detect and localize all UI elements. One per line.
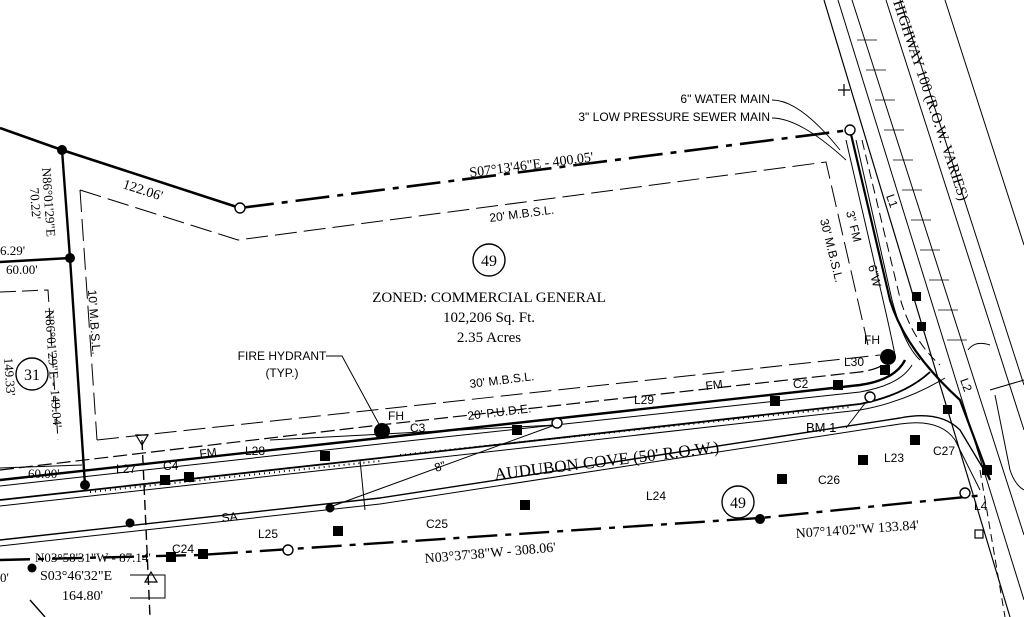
bearing-sw-b: S03°46'32"E <box>40 569 112 584</box>
curve-c24: C24 <box>172 542 194 556</box>
fm-label-2: FM <box>705 377 724 393</box>
bearing-60-b: 60.00' <box>28 466 60 481</box>
w-6-label: 6"W <box>865 263 884 289</box>
utility-leader <box>771 99 847 161</box>
lot-49-zoning: ZONED: COMMERCIAL GENERAL <box>372 290 606 306</box>
lot-49-number-circle <box>472 243 506 277</box>
curve-c25: C25 <box>426 517 448 531</box>
curve-c26: C26 <box>818 473 840 487</box>
lot-31-number-circle <box>15 357 49 391</box>
fh-label-2: FH <box>864 333 880 347</box>
curve-c3: C3 <box>410 421 426 435</box>
line-l30: L30 <box>844 355 864 369</box>
line-l2: L2 <box>957 376 975 394</box>
lot-49-boundary <box>0 126 992 481</box>
bearing-sw-a: N03°58'31"W - 87.14' <box>35 550 151 565</box>
curve-c27: C27 <box>933 444 955 458</box>
highway-corridor <box>823 0 1024 617</box>
bearing-lot31-top-dist: 70.22' <box>27 187 44 220</box>
bearing-cut-c: 0' <box>0 570 9 585</box>
bearing-lot31-top: N86°01'29"E <box>39 167 59 237</box>
line-l28: L28 <box>245 444 265 458</box>
sa-label: SA <box>221 509 238 525</box>
bearing-60-a: 60.00' <box>6 262 38 277</box>
water-main-label: 6" WATER MAIN <box>680 92 770 106</box>
curve-c4: C4 <box>163 459 179 473</box>
sewer-main-label: 3" LOW PRESSURE SEWER MAIN <box>578 110 770 124</box>
fm-label-1: FM <box>199 445 218 461</box>
fire-hydrant-typ: (TYP.) <box>265 366 298 380</box>
benchmark-leader <box>845 401 867 429</box>
lot-49-front-number: 49 <box>730 495 746 512</box>
benchmark-label: BM 1 <box>806 420 836 435</box>
fire-hydrant-leader <box>326 355 381 427</box>
setback-west: 10' M.B.S.L. <box>85 289 104 355</box>
line-l25: L25 <box>258 527 278 541</box>
bearing-sw-b-dist: 164.80' <box>62 589 103 604</box>
line-l27: L27 <box>116 462 136 476</box>
misc-symbols <box>134 84 984 583</box>
line-l23: L23 <box>884 451 904 465</box>
curve-c2: C2 <box>793 377 809 391</box>
bearing-cut-b: 149.33' <box>1 357 19 396</box>
lot-49-number: 49 <box>481 253 497 270</box>
pipe-8-label: 8" <box>433 458 448 475</box>
lot-49-area-acres: 2.35 Acres <box>457 330 521 346</box>
line-l24: L24 <box>646 489 666 503</box>
open-monuments <box>234 124 971 556</box>
lot-49-area-sqft: 102,206 Sq. Ft. <box>443 310 535 326</box>
lot-49-front-circle <box>721 485 755 519</box>
fire-hydrant-label: FIRE HYDRANT <box>238 349 327 363</box>
lot-31-number: 31 <box>24 367 40 384</box>
bearing-cut-a: 6.29' <box>0 243 25 258</box>
fire-hydrants <box>374 349 896 439</box>
line-l29: L29 <box>634 393 654 407</box>
fh-label-1: FH <box>388 409 404 423</box>
utility-structures <box>160 292 992 562</box>
corner-monuments <box>27 145 765 573</box>
lot-31-boundary <box>0 149 87 486</box>
line-l4: L4 <box>974 499 988 513</box>
line-l1: L1 <box>883 192 901 210</box>
road-lines <box>0 349 991 617</box>
